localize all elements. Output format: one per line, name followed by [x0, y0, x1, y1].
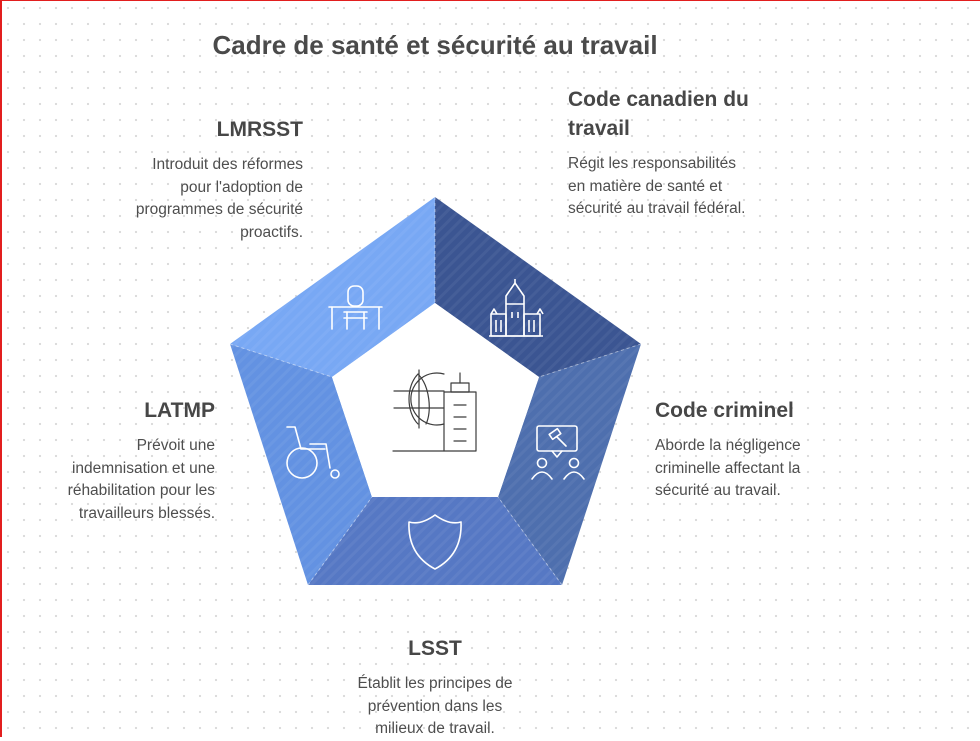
wheelchair-icon	[286, 426, 340, 479]
code-canadien-heading-line: travail	[568, 117, 630, 140]
label-lsst: LSST Établit les principes de prévention…	[305, 634, 565, 741]
latmp-description: Prévoit une indemnisation et une réhabil…	[15, 435, 215, 525]
code-criminel-desc-line: Aborde la négligence	[655, 437, 801, 454]
code-canadien-heading: Code canadien du travail	[568, 85, 868, 143]
segment-code-canadien	[435, 197, 641, 377]
lmrsst-desc-line: pour l'adoption de	[180, 178, 303, 196]
desk-chair-icon	[328, 285, 383, 330]
lsst-desc-line: milieux de travail.	[375, 720, 495, 737]
code-criminel-heading: Code criminel	[655, 399, 794, 422]
lsst-heading: LSST	[408, 637, 462, 660]
latmp-desc-line: réhabilitation pour les	[67, 482, 215, 499]
label-lmrsst: LMRSST Introduit des réformes pour l'ado…	[60, 115, 303, 244]
code-criminel-description: Aborde la négligence criminelle affectan…	[655, 435, 935, 503]
lmrsst-desc-line: programmes de sécurité	[135, 201, 303, 218]
window-border-left	[0, 0, 2, 737]
label-latmp: LATMP Prévoit une indemnisation et une r…	[15, 396, 215, 525]
lmrsst-heading: LMRSST	[216, 118, 303, 141]
latmp-desc-line: Prévoit une	[136, 437, 215, 454]
latmp-desc-line: indemnisation et une	[71, 459, 215, 477]
label-code-criminel: Code criminel Aborde la négligence crimi…	[655, 396, 935, 503]
lsst-desc-line: Établit les principes de	[357, 675, 513, 692]
lmrsst-description: Introduit des réformes pour l'adoption d…	[60, 154, 303, 244]
code-canadien-desc-line: sécurité au travail fédéral.	[568, 200, 746, 217]
lmrsst-desc-line: Introduit des réformes	[152, 156, 303, 173]
shield-icon	[408, 514, 462, 570]
segment-latmp	[230, 344, 372, 585]
code-canadien-description: Régit les responsabilités en matière de …	[568, 153, 868, 221]
code-canadien-heading-line: Code canadien du	[568, 88, 749, 111]
label-code-canadien: Code canadien du travail Régit les respo…	[568, 85, 868, 221]
segment-lmrsst	[230, 197, 435, 377]
gavel-people-icon	[531, 425, 585, 480]
segment-lsst	[308, 497, 562, 585]
window-border-top	[0, 0, 980, 1]
latmp-desc-line: travailleurs blessés.	[78, 504, 215, 522]
code-canadien-desc-line: Régit les responsabilités	[568, 155, 737, 172]
lsst-desc-line: prévention dans les	[367, 697, 503, 715]
globe-building-icon	[392, 369, 477, 452]
diagram-title: Cadre de santé et sécurité au travail	[212, 30, 658, 60]
lsst-description: Établit les principes de prévention dans…	[305, 673, 565, 741]
code-criminel-desc-line: sécurité au travail.	[655, 482, 781, 499]
latmp-heading: LATMP	[144, 399, 215, 422]
lmrsst-desc-line: proactifs.	[240, 223, 303, 241]
parliament-building-icon	[489, 279, 544, 337]
code-canadien-desc-line: en matière de santé et	[568, 177, 723, 195]
center-pentagon	[332, 303, 539, 497]
code-criminel-desc-line: criminelle affectant la	[655, 459, 801, 477]
